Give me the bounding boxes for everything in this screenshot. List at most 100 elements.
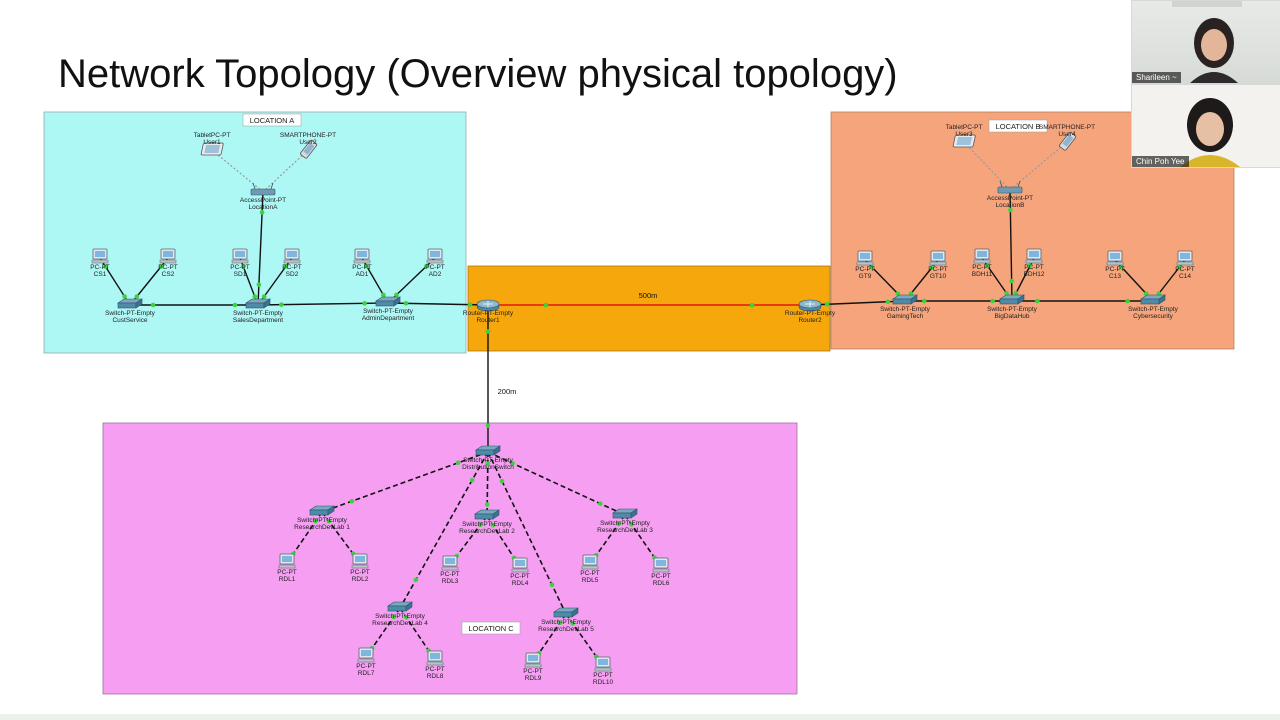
device-name-label: GamingTech (887, 313, 924, 320)
device-type-label: PC-PT (1024, 264, 1044, 271)
device-name-label: User4 (1058, 131, 1076, 138)
device-type-label: Router-PT-Empty (785, 310, 836, 317)
device-type-label: Router-PT-Empty (463, 310, 514, 317)
device-name-label: SalesDepartment (233, 317, 283, 324)
port-led (598, 501, 603, 506)
device-name-label: CustService (112, 317, 147, 324)
device-type-label: AccessPoint-PT (987, 195, 1033, 202)
link-sw_dist-sw_rdl4 (399, 451, 489, 609)
port-led (616, 521, 621, 527)
port-led (240, 264, 246, 269)
link-tablet3-ap_b (963, 141, 1011, 191)
device-type-label: PC-PT (972, 264, 992, 271)
device-name-label: CS1 (94, 271, 107, 278)
device-name-label: RDL4 (512, 580, 529, 587)
device-type-label: PC-PT (352, 264, 372, 271)
device-name-label: RDL2 (352, 576, 369, 583)
device-name-label: ResearchDevLab 5 (538, 626, 594, 633)
device-name-label: SD1 (234, 271, 247, 278)
port-led (629, 522, 634, 527)
participant-video-1 (1172, 1, 1242, 83)
port-led (122, 294, 127, 299)
port-led (510, 461, 515, 466)
router-zone (467, 265, 831, 352)
device-type-label: PC-PT (282, 264, 302, 271)
port-led (478, 522, 483, 528)
port-led (1176, 265, 1182, 270)
port-led (256, 282, 262, 287)
device-type-label: PC-PT (440, 571, 460, 578)
port-led (279, 302, 284, 307)
device-type-label: PC-PT (593, 672, 613, 679)
port-led (455, 460, 461, 466)
device-type-label: PC-PT (230, 264, 250, 271)
participant-tile-2[interactable]: Chin Poh Yee (1131, 84, 1280, 168)
participant-tile-1[interactable]: Sharileen ~ (1131, 0, 1280, 84)
device-name-label: RDL8 (427, 673, 444, 680)
device-name-label: User1 (203, 139, 221, 146)
device-type-label: PC-PT (523, 668, 543, 675)
device-type-label: PC-PT (277, 569, 297, 576)
port-led (362, 301, 367, 306)
link-sw_dist-sw_rdl1 (321, 451, 489, 513)
device-name-label: GT10 (930, 273, 947, 280)
device-name-label: User3 (955, 131, 973, 138)
port-led (150, 302, 156, 308)
device-name-label: AD2 (429, 271, 442, 278)
device-type-label: PC-PT (425, 666, 445, 673)
port-led (1119, 265, 1125, 270)
port-led (985, 263, 990, 269)
device-name-label: Router1 (476, 317, 500, 324)
port-led (158, 264, 164, 269)
device-type-label: Switch-PT-Empty (600, 520, 651, 527)
port-led (824, 301, 830, 307)
device-name-label: LocationA (249, 204, 279, 211)
device-type-label: TabletPC-PT (946, 124, 983, 131)
device-type-label: Switch-PT-Empty (375, 613, 426, 620)
port-led (1004, 290, 1009, 296)
device-type-label: PC-PT (855, 266, 875, 273)
